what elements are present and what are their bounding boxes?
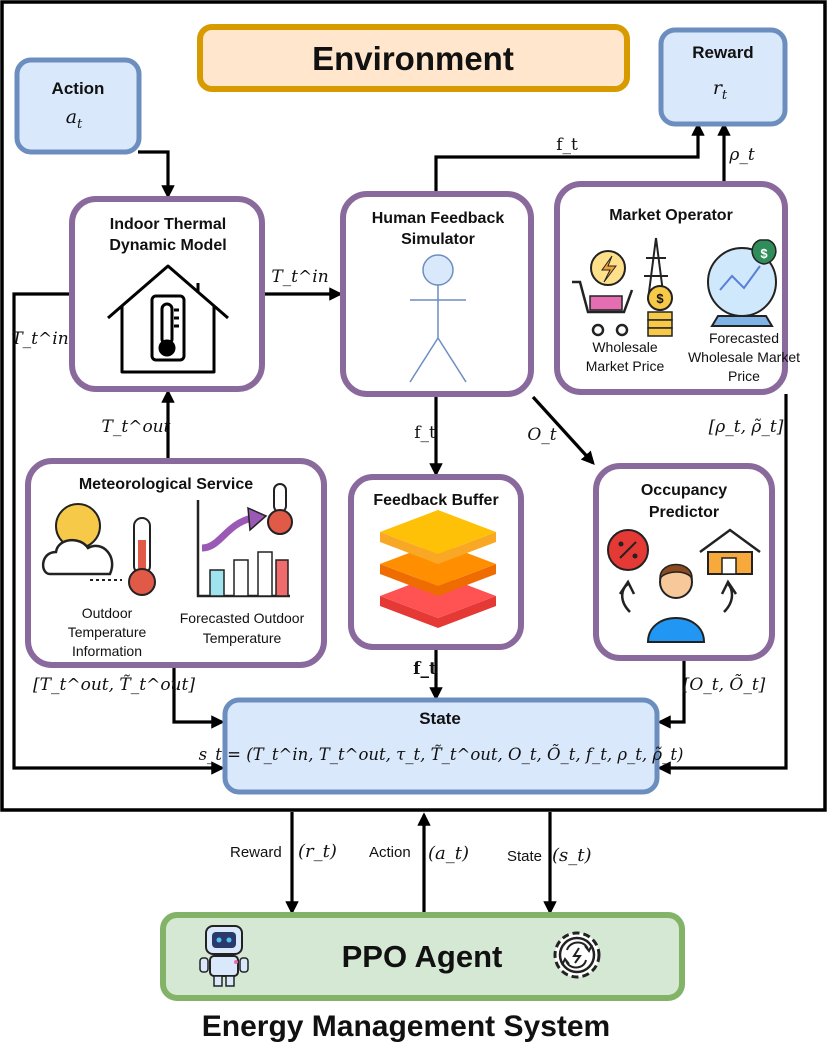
occupancy-box xyxy=(593,463,775,661)
forecast-bar-chart-icon xyxy=(196,483,293,598)
state-title: State xyxy=(419,709,461,728)
arrow-market-to-state xyxy=(657,394,788,775)
occupancy-person-icon xyxy=(607,528,761,643)
forecasted-market-line3: Price xyxy=(728,368,760,384)
state-box xyxy=(222,697,660,795)
environment-title: Environment xyxy=(312,40,514,77)
arrow-indoor-to-state-left xyxy=(12,292,225,775)
forecasted-market-line1: Forecasted xyxy=(709,330,779,346)
label-T-out: T_t^out xyxy=(102,417,171,437)
person-icon xyxy=(409,254,467,383)
outdoor-temp-line3: Information xyxy=(72,643,142,659)
indoor-model-line1: Indoor Thermal xyxy=(110,216,226,233)
system-title: Energy Management System xyxy=(202,1010,610,1043)
label-O-t: O_t xyxy=(527,425,556,445)
feedback-buffer-title: Feedback Buffer xyxy=(373,492,498,509)
arrow-action-to-indoor xyxy=(138,150,175,199)
arrow-human-to-occupancy xyxy=(531,395,595,465)
label-f-mid: f_t xyxy=(414,423,436,443)
ppo-agent-title: PPO Agent xyxy=(342,939,503,974)
action-symbol: at xyxy=(66,106,83,132)
label-f-top: f_t xyxy=(556,135,578,155)
agent-reward-label: Reward xyxy=(230,844,282,861)
agent-action-sym: (a_t) xyxy=(428,843,469,864)
human-feedback-line1: Human Feedback xyxy=(372,210,505,227)
reward-box xyxy=(658,27,788,127)
wholesale-price-line2: Market Price xyxy=(586,358,665,374)
market-operator-title: Market Operator xyxy=(609,207,733,224)
outdoor-temp-line2: Temperature xyxy=(68,624,147,640)
agent-action-label: Action xyxy=(369,844,411,861)
market-operator-box xyxy=(554,181,788,395)
outdoor-temp-line1: Outdoor xyxy=(82,605,133,621)
wholesale-price-line1: Wholesale xyxy=(592,339,658,355)
indoor-model-line2: Dynamic Model xyxy=(109,237,226,254)
occupancy-line1: Occupancy xyxy=(641,482,727,499)
reward-symbol: rt xyxy=(713,77,728,103)
label-f-bottom: f_t xyxy=(413,659,437,679)
arrow-human-to-reward xyxy=(434,122,705,192)
human-feedback-line2: Simulator xyxy=(401,231,475,248)
svg-text:$: $ xyxy=(760,246,768,261)
reward-title: Reward xyxy=(692,43,753,62)
weather-thermometer-icon xyxy=(42,503,156,596)
label-T-out-pair: [T_t^out, T̃_t^out] xyxy=(33,675,195,695)
crystal-ball-icon: $ xyxy=(707,239,777,327)
forecasted-market-line2: Wholesale Market xyxy=(688,349,800,365)
label-T-in-right: T_t^in xyxy=(271,267,328,287)
agent-reward-sym: (r_t) xyxy=(298,841,337,862)
house-thermometer-icon xyxy=(107,264,229,374)
forecast-outdoor-line1: Forecasted Outdoor xyxy=(180,610,305,626)
label-rho: ρ_t xyxy=(728,145,754,165)
state-formula: s_t = (T_t^in, T_t^out, τ_t, T̃_t^out, O… xyxy=(199,744,684,764)
arrow-occupancy-to-state xyxy=(657,660,686,729)
forecast-outdoor-line2: Temperature xyxy=(203,630,282,646)
ppo-agent-box xyxy=(160,912,685,1001)
label-rho-pair: [ρ_t, ρ̃_t] xyxy=(709,417,784,437)
meteorological-title: Meteorological Service xyxy=(79,476,253,493)
robot-icon xyxy=(199,925,249,987)
gear-sync-icon xyxy=(553,931,601,979)
label-O-pair: [O_t, Õ_t] xyxy=(683,674,766,695)
environment-title-box xyxy=(197,24,630,92)
agent-state-label: State xyxy=(507,848,542,865)
occupancy-line2: Predictor xyxy=(649,504,719,521)
environment-boundary xyxy=(0,0,827,812)
agent-state-sym: (s_t) xyxy=(552,845,592,866)
wholesale-price-icon: $ xyxy=(572,237,673,337)
human-feedback-box xyxy=(340,191,534,397)
action-box xyxy=(14,57,142,155)
arrow-met-to-state xyxy=(172,668,225,729)
label-T-in-left: T_t^in xyxy=(11,329,68,349)
stacked-layers-icon xyxy=(380,510,496,628)
svg-text:$: $ xyxy=(656,291,664,306)
action-title: Action xyxy=(52,79,105,98)
